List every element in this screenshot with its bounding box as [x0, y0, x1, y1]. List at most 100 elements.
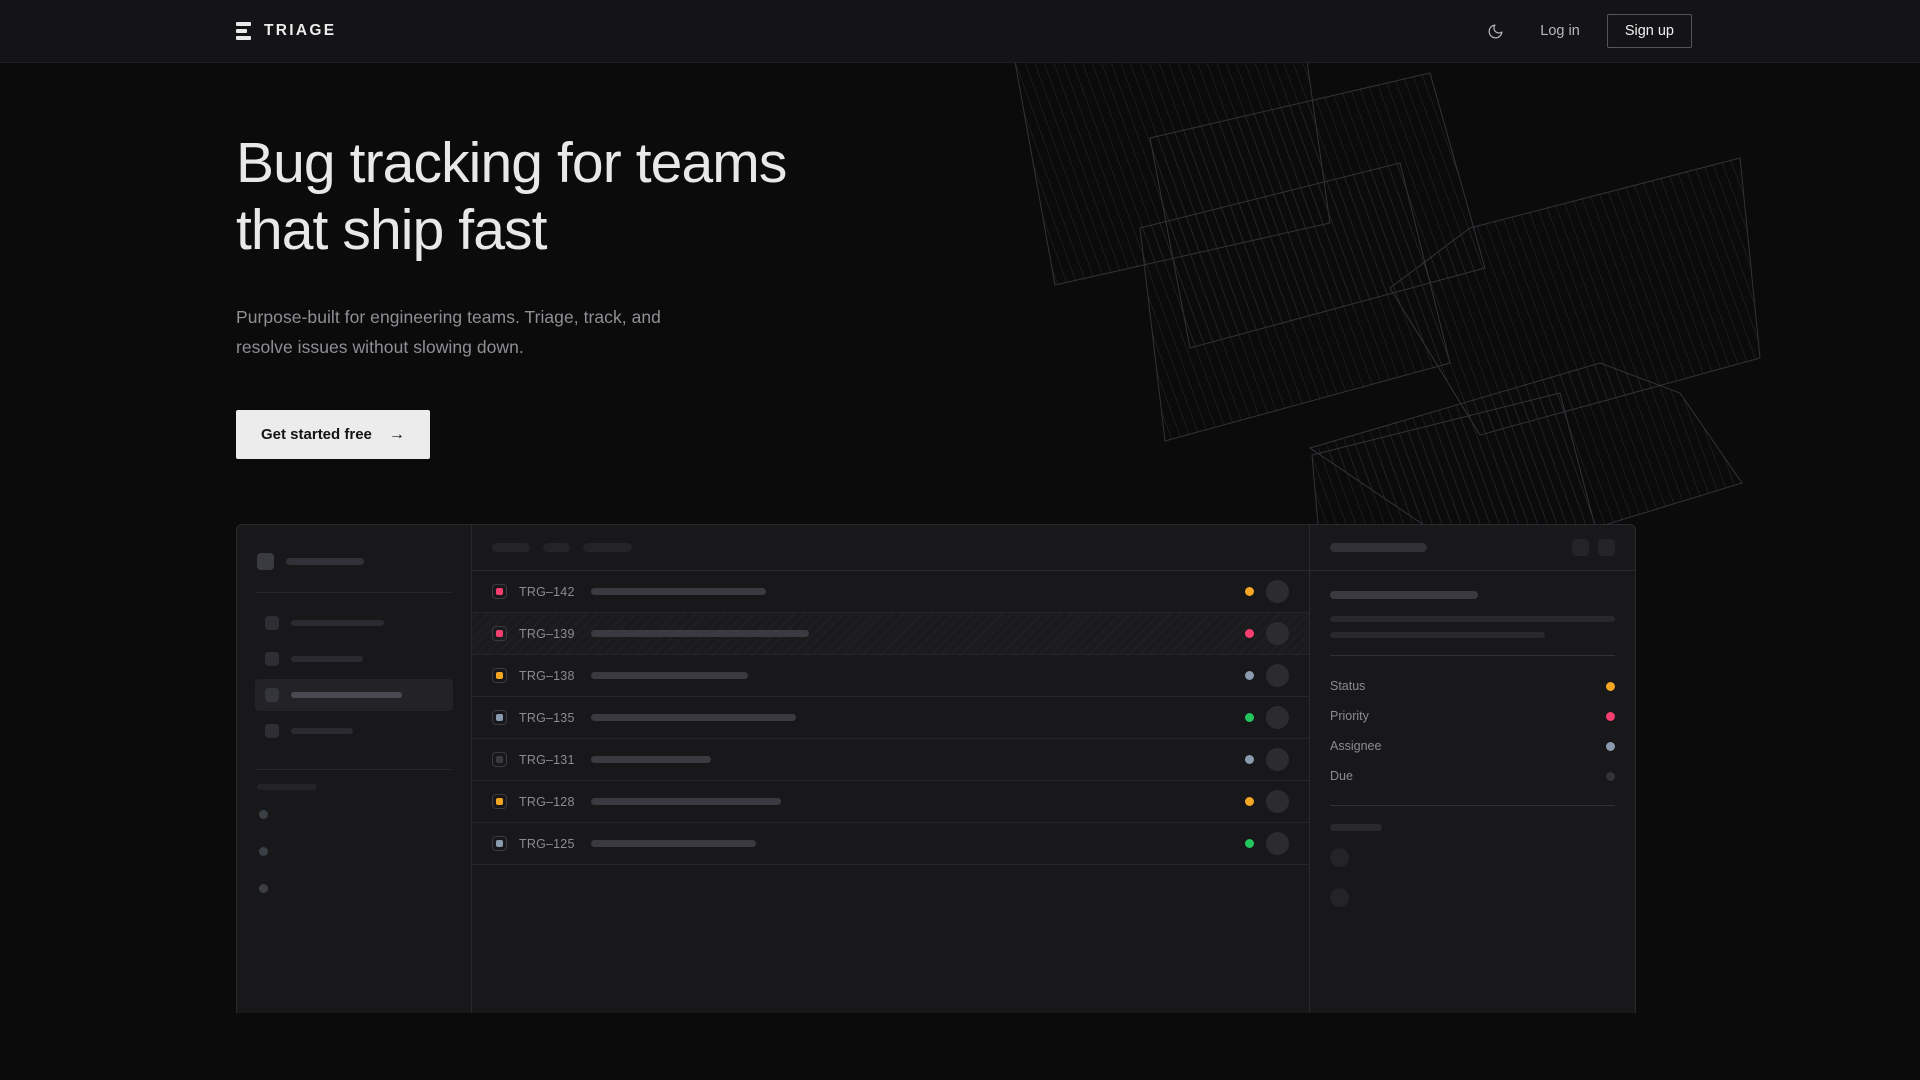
detail-action-icon-2[interactable]	[1598, 539, 1615, 556]
detail-title-placeholder	[1330, 543, 1427, 552]
detail-issue-title-placeholder	[1330, 591, 1478, 599]
get-started-button[interactable]: Get started free →	[236, 410, 430, 460]
detail-field-value-dot	[1606, 771, 1615, 781]
avatar[interactable]	[1266, 832, 1289, 855]
issue-type-badge-icon	[492, 794, 507, 809]
table-row[interactable]: TRG–142	[472, 571, 1309, 613]
issue-id: TRG–139	[519, 626, 575, 641]
table-row[interactable]: TRG–131	[472, 739, 1309, 781]
detail-field-due[interactable]: Due	[1330, 761, 1615, 791]
sidebar-item-icon	[265, 652, 279, 666]
issue-id: TRG–142	[519, 584, 575, 599]
sidebar-divider-top	[255, 592, 453, 593]
issue-status-dot	[1245, 587, 1254, 596]
issue-type-badge-icon	[492, 584, 507, 599]
issue-title-placeholder	[591, 840, 756, 847]
avatar[interactable]	[1266, 790, 1289, 813]
detail-field-status[interactable]: Status	[1330, 671, 1615, 701]
detail-description-placeholder	[1330, 616, 1615, 638]
detail-divider-1	[1330, 655, 1615, 656]
header-actions: Log in Sign up	[1478, 14, 1692, 48]
detail-divider-2	[1330, 805, 1615, 806]
issue-type-badge-icon	[492, 710, 507, 725]
sidebar-item-3[interactable]	[255, 679, 453, 711]
detail-description-line-2	[1330, 632, 1545, 638]
get-started-label: Get started free	[261, 426, 372, 444]
detail-field-value-dot	[1606, 741, 1615, 751]
detail-field-label: Due	[1330, 769, 1353, 783]
login-link[interactable]: Log in	[1540, 23, 1580, 39]
avatar[interactable]	[1330, 888, 1349, 907]
detail-action-icon-1[interactable]	[1572, 539, 1589, 556]
issue-type-badge-icon	[492, 626, 507, 641]
table-row[interactable]: TRG–128	[472, 781, 1309, 823]
detail-field-assignee[interactable]: Assignee	[1330, 731, 1615, 761]
headline-line-1: Bug tracking for teams	[236, 131, 787, 195]
avatar[interactable]	[1266, 622, 1289, 645]
hero-subtitle: Purpose-built for engineering teams. Tri…	[236, 303, 786, 362]
detail-field-label: Assignee	[1330, 739, 1382, 753]
issue-type-badge-icon	[492, 668, 507, 683]
headline-line-2: that ship fast	[236, 197, 547, 262]
issue-type-badge-icon	[492, 752, 507, 767]
mockup-sidebar	[237, 525, 472, 1013]
issue-status-dot	[1245, 755, 1254, 764]
sidebar-item-label-placeholder	[291, 692, 402, 698]
sidebar-project-dot[interactable]	[259, 847, 268, 856]
issue-type-badge-icon	[492, 836, 507, 851]
issue-id: TRG–131	[519, 752, 575, 767]
detail-field-priority[interactable]: Priority	[1330, 701, 1615, 731]
avatar[interactable]	[1266, 748, 1289, 771]
detail-field-label: Priority	[1330, 709, 1369, 723]
issue-status-dot	[1245, 671, 1254, 680]
issue-status-dot	[1245, 797, 1254, 806]
issue-id: TRG–135	[519, 710, 575, 725]
issue-title-placeholder	[591, 714, 796, 721]
detail-activity-label-placeholder	[1330, 824, 1382, 831]
moon-icon[interactable]	[1478, 14, 1512, 48]
avatar[interactable]	[1266, 706, 1289, 729]
avatar[interactable]	[1330, 848, 1349, 867]
sidebar-project-dot[interactable]	[259, 884, 268, 893]
brand-logo[interactable]: TRIAGE	[236, 22, 336, 40]
sidebar-nav	[255, 607, 453, 747]
sidebar-item-1[interactable]	[255, 607, 453, 639]
detail-description-line-1	[1330, 616, 1615, 622]
list-toolbar-pill-3[interactable]	[583, 543, 632, 552]
sidebar-project-dot[interactable]	[259, 810, 268, 819]
sidebar-item-label-placeholder	[291, 656, 363, 662]
detail-field-value-dot	[1606, 681, 1615, 691]
avatar[interactable]	[1266, 664, 1289, 687]
signup-button[interactable]: Sign up	[1606, 14, 1692, 48]
brand-name: TRIAGE	[264, 22, 337, 39]
workspace-switcher[interactable]	[255, 545, 453, 570]
list-toolbar-pill-1[interactable]	[492, 543, 530, 552]
sidebar-item-2[interactable]	[255, 643, 453, 675]
table-row[interactable]: TRG–139	[472, 613, 1309, 655]
sidebar-project-list	[255, 810, 453, 893]
workspace-name-placeholder	[286, 558, 364, 565]
sidebar-section-label-placeholder	[257, 784, 317, 790]
stacked-bars-logo-icon	[236, 22, 251, 40]
issue-id: TRG–125	[519, 836, 575, 851]
avatar[interactable]	[1266, 580, 1289, 603]
table-row[interactable]: TRG–125	[472, 823, 1309, 865]
arrow-right-icon: →	[388, 425, 405, 443]
table-row[interactable]: TRG–135	[472, 697, 1309, 739]
sidebar-item-icon	[265, 688, 279, 702]
table-row[interactable]: TRG–138	[472, 655, 1309, 697]
list-toolbar-pill-2[interactable]	[543, 543, 570, 552]
site-header: TRIAGE Log in Sign up	[0, 0, 1920, 63]
sidebar-item-4[interactable]	[255, 715, 453, 747]
sidebar-item-label-placeholder	[291, 728, 353, 734]
issue-title-placeholder	[591, 672, 748, 679]
detail-field-value-dot	[1606, 711, 1615, 721]
issue-title-placeholder	[591, 630, 809, 637]
